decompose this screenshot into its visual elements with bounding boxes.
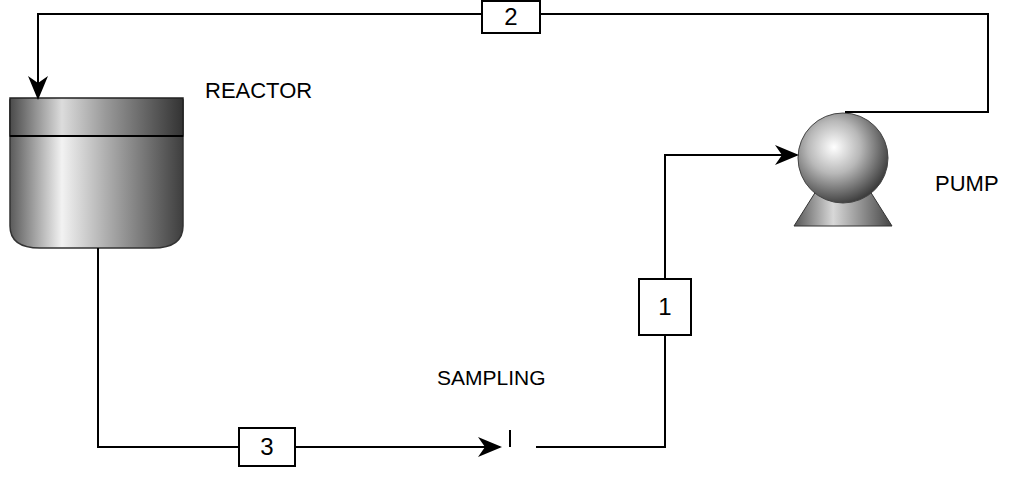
pipe-line — [536, 155, 797, 447]
stream-number-box: 1 — [638, 278, 692, 336]
stream-number: 1 — [658, 295, 671, 319]
stream-number-box: 2 — [481, 0, 541, 34]
lid-seam — [10, 135, 183, 137]
pipe-line — [98, 248, 500, 447]
pump-node: PUMP — [797, 112, 891, 226]
stream-number: 3 — [260, 435, 273, 459]
sampling-point — [510, 430, 511, 447]
equipment-label: SAMPLING — [437, 367, 546, 388]
reactor-vessel — [10, 98, 183, 248]
equipment-label: REACTOR — [205, 80, 312, 102]
stream-number: 2 — [504, 5, 517, 29]
sampling-tap — [509, 430, 511, 447]
sampling-node: SAMPLING — [500, 425, 536, 449]
equipment-label: PUMP — [935, 173, 999, 195]
pump-casing — [798, 113, 888, 203]
reactor-node: REACTOR — [10, 98, 183, 248]
pump-symbol — [794, 113, 892, 226]
vessel-lid — [10, 98, 183, 136]
stream-number-box: 3 — [238, 427, 296, 467]
